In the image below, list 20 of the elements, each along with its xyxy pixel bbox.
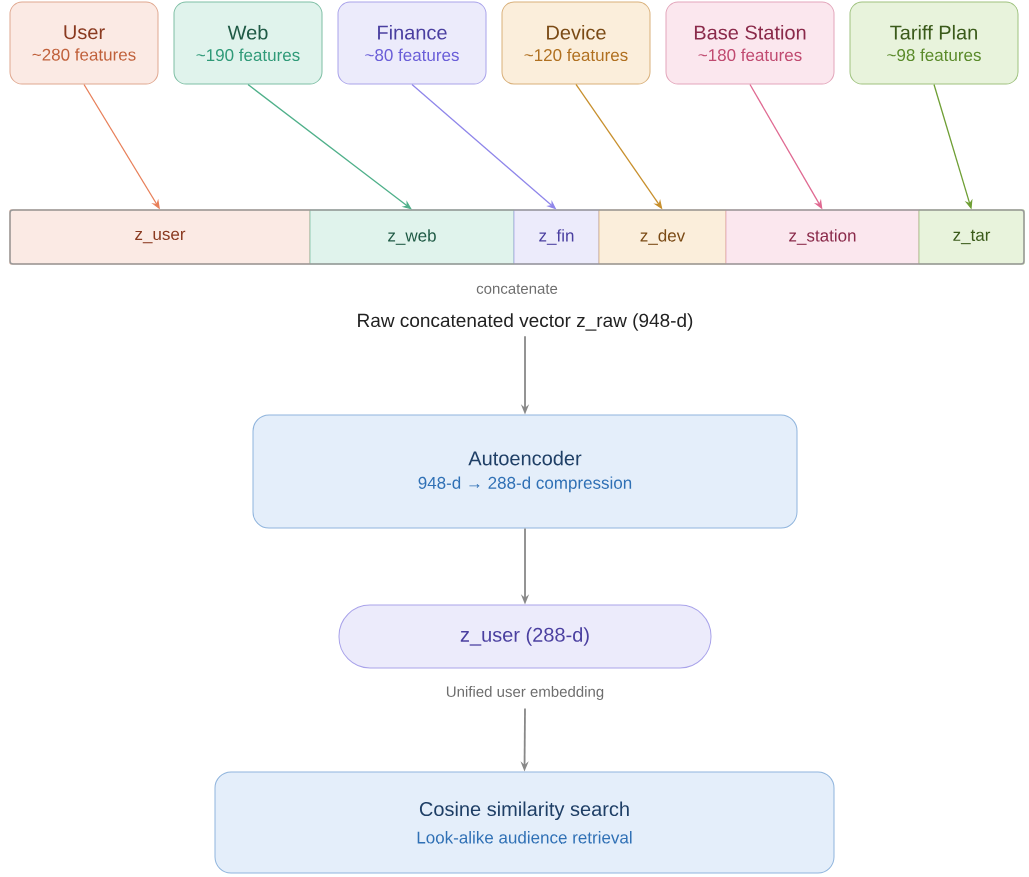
source-box: Tariff Plan ~98 features bbox=[849, 1, 1019, 85]
source-box: User ~280 features bbox=[9, 1, 159, 85]
process-box: Autoencoder 948-d → 288-d compression bbox=[252, 414, 798, 529]
source-box: Device ~120 features bbox=[501, 1, 651, 85]
vector-segment: z_tar bbox=[918, 209, 1025, 265]
process-box: Cosine similarity search Look-alike audience retrieval bbox=[214, 771, 835, 874]
caption-text: concatenate bbox=[476, 284, 558, 294]
concatenated-vector-bar bbox=[9, 209, 1025, 265]
arrow bbox=[247, 83, 412, 210]
vector-segment: z_dev bbox=[598, 209, 727, 265]
caption-text: Unified user embedding bbox=[446, 686, 604, 700]
vector-caption: Raw concatenated vector z_raw (948-d) bbox=[358, 313, 693, 331]
vector-segment: z_fin bbox=[513, 209, 600, 265]
vector-segment: z_user bbox=[9, 209, 311, 265]
source-box: Finance ~80 features bbox=[337, 1, 487, 85]
vector-segment: z_web bbox=[309, 209, 515, 265]
source-box: Base Station ~180 features bbox=[665, 1, 835, 85]
source-box: Web ~190 features bbox=[173, 1, 323, 85]
embedding-pill: z_user (288-d) bbox=[338, 604, 712, 669]
vector-segment: z_station bbox=[725, 209, 920, 265]
